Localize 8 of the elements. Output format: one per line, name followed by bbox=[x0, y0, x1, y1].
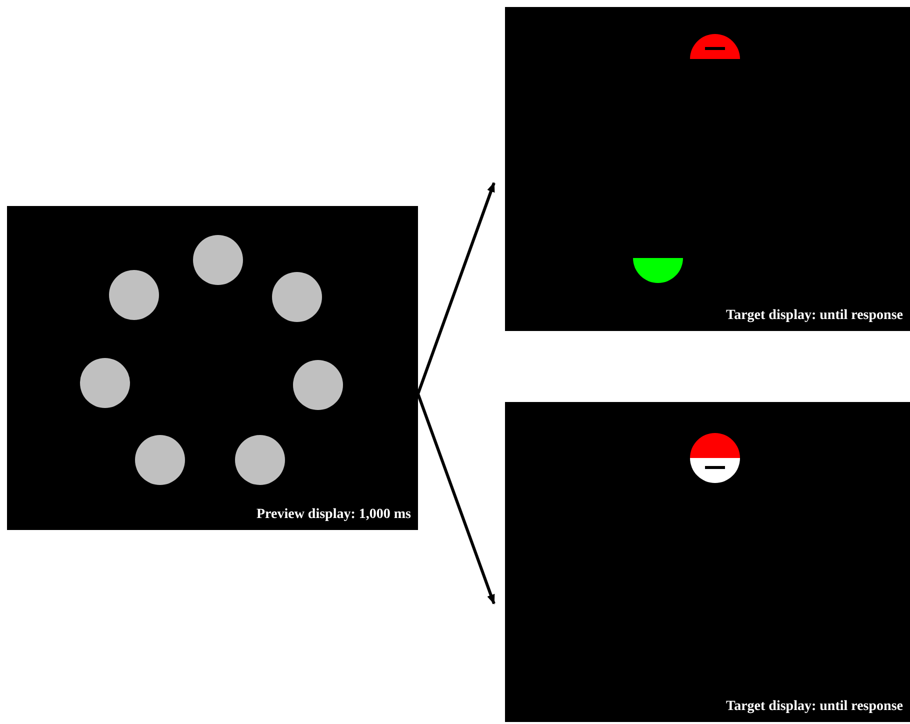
display-panel bbox=[7, 206, 418, 530]
display-panel bbox=[505, 402, 910, 722]
display-caption: Target display: until response bbox=[726, 699, 903, 715]
display-caption: Preview display: 1,000 ms bbox=[256, 507, 411, 523]
display-panel bbox=[505, 7, 910, 331]
display-caption: Target display: until response bbox=[726, 308, 903, 324]
arrow bbox=[416, 393, 496, 605]
arrow bbox=[416, 182, 496, 394]
